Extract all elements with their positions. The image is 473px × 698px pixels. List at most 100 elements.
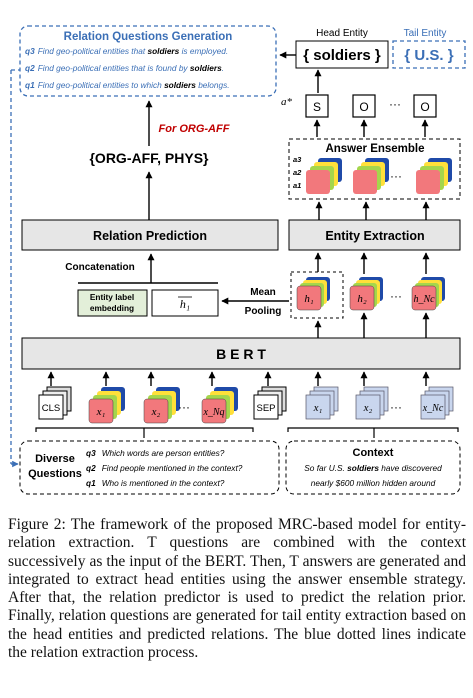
h-token-2-label: h₂	[357, 293, 367, 305]
head-entity-label: Head Entity	[316, 28, 368, 39]
rq-entity: soldiers	[190, 63, 222, 73]
c-token-2: x₂	[355, 386, 389, 420]
diverse-question-q2: q2 Find people mentioned in the context?	[86, 463, 243, 473]
rq-prefix: Find geo-political entities to which	[38, 80, 164, 90]
diverse-question-q1: q1 Who is mentioned in the context?	[86, 478, 225, 488]
context-prefix: So far U.S.	[304, 463, 347, 473]
cls-token: CLS	[38, 386, 72, 420]
head-entity-value: { soldiers }	[303, 47, 381, 64]
c-token-2-label: x₂	[363, 402, 373, 414]
h-token-nc: h_Nc	[411, 277, 445, 311]
ensemble-stack-3	[416, 158, 452, 194]
dq-tag: q2	[86, 463, 96, 473]
for-relation-label: For ORG-AFF	[159, 123, 230, 135]
entity-extraction-block	[288, 219, 461, 251]
rq-entity: soldiers	[164, 80, 196, 90]
c-token-1-label: x₁	[313, 402, 323, 414]
relation-questions-title: Relation Questions Generation	[64, 31, 233, 43]
entity-extraction-label: Entity Extraction	[325, 229, 424, 243]
q-token-1-label: x₁	[96, 406, 106, 418]
relation-prediction-label: Relation Prediction	[93, 229, 207, 243]
q-token-nq-label: x_Nq	[202, 407, 224, 418]
context-line-2: nearly $600 million hidden around	[311, 478, 436, 488]
mean-pooling-line2: Pooling	[245, 306, 282, 317]
answer-tag-s-text: S	[313, 100, 321, 114]
sep-token: SEP	[253, 386, 287, 420]
h-token-1-label: h₁	[304, 293, 314, 305]
dq-tag: q1	[86, 478, 96, 488]
figure-caption: Figure 2: The framework of the proposed …	[8, 516, 466, 662]
relation-questions-box	[19, 25, 277, 97]
h-token-2: h₂	[349, 277, 383, 311]
ensemble-tag-a3: a3	[293, 155, 302, 164]
q-token-2: x₂	[143, 387, 180, 424]
diverse-questions-box	[19, 440, 280, 495]
relation-set: {ORG-AFF, PHYS}	[89, 150, 209, 166]
answer-tag-o-last	[413, 94, 437, 118]
rq-suffix: .	[222, 63, 224, 73]
h-token-1: h₁	[296, 277, 330, 311]
h-tokens-dots: ···	[390, 289, 402, 303]
c-token-nc-label: x_Nc	[422, 403, 444, 414]
rq-tag: q3	[25, 46, 35, 56]
c-tokens-dots: ···	[390, 400, 402, 414]
h-token-nc-label: h_Nc	[413, 294, 435, 305]
q-tokens-dots: ···	[178, 400, 190, 414]
ensemble-tag-a1: a1	[293, 181, 301, 190]
answer-tag-o-last-text: O	[420, 100, 429, 114]
sep-token-label: SEP	[256, 403, 275, 414]
h1-bar-text: h₁	[180, 297, 190, 311]
tail-entity-label: Tail Entity	[404, 28, 447, 39]
rq-entity: soldiers	[147, 46, 179, 56]
dq-text: Find people mentioned in the context?	[102, 463, 243, 473]
q-token-nq: x_Nq	[201, 387, 238, 424]
context-line-1: So far U.S. soldiers have discovered	[304, 463, 442, 473]
bert-label: B E R T	[216, 346, 266, 362]
c-token-1: x₁	[305, 386, 339, 420]
diverse-questions-label-1: Diverse	[35, 453, 75, 465]
concatenation-label: Concatenation	[65, 262, 134, 273]
context-entity: soldiers	[347, 463, 379, 473]
ensemble-stack-1	[306, 158, 342, 194]
tail-entity-box	[392, 40, 466, 69]
rq-prefix: Find geo-political entities that is foun…	[38, 63, 190, 73]
mean-pooling-line1: Mean	[250, 287, 276, 298]
input-arrows	[47, 371, 430, 386]
tail-entity-value: { U.S. }	[404, 47, 453, 64]
q-token-2-label: x₂	[151, 406, 161, 418]
answer-tag-o-text: O	[359, 100, 368, 114]
h1-bar-box	[151, 289, 219, 317]
a-star-label: a*	[281, 96, 293, 108]
rq-tag: q2	[25, 63, 35, 73]
context-suffix: have discovered	[379, 463, 442, 473]
context-brace	[287, 427, 459, 432]
entity-label-embedding-line1: Entity label	[90, 292, 134, 302]
dq-text: Which words are person entities?	[102, 448, 225, 458]
answer-tags-dots: ···	[389, 97, 401, 111]
ensemble-stack-2	[353, 158, 389, 194]
entity-label-embedding-box	[77, 289, 148, 317]
relation-prediction-block	[21, 219, 279, 251]
cls-token-label: CLS	[42, 403, 60, 414]
ensemble-tag-a2: a2	[293, 168, 302, 177]
bert-block	[21, 337, 461, 370]
h1-dashed-box	[290, 271, 344, 319]
c-token-nc: x_Nc	[420, 386, 454, 420]
rq-suffix: is employed.	[179, 46, 228, 56]
entity-label-embedding-line2: embedding	[90, 303, 134, 313]
rq-prefix: Find geo-political entities that	[38, 46, 148, 56]
dq-text: Who is mentioned in the context?	[102, 478, 225, 488]
answer-tag-s	[305, 94, 329, 118]
rq-suffix: belongs.	[196, 80, 230, 90]
diverse-questions-label-2: Questions	[28, 468, 82, 480]
rq-tag: q1	[25, 80, 35, 90]
ensemble-dots: ···	[390, 169, 402, 183]
context-box	[285, 440, 461, 495]
answer-ensemble-title: Answer Ensemble	[325, 143, 424, 155]
context-title: Context	[353, 447, 394, 459]
